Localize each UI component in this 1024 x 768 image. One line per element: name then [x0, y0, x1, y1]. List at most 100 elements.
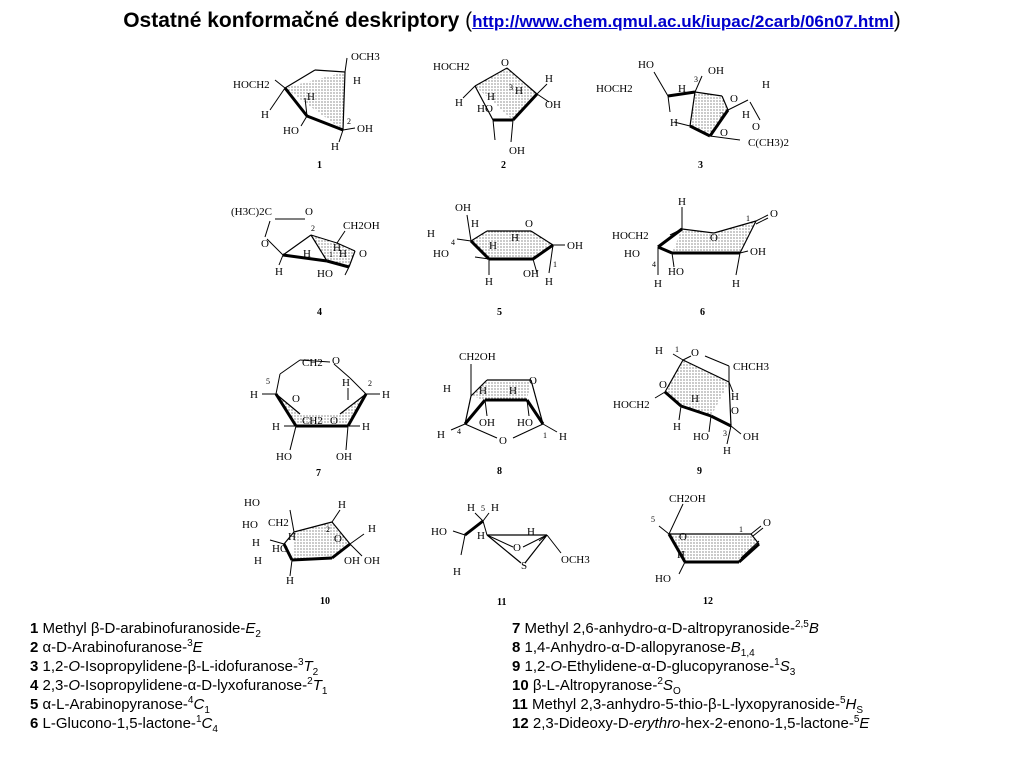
- label-11i: OCH3: [561, 554, 590, 566]
- page-title: Ostatné konformačné deskriptory (http://…: [0, 9, 1024, 33]
- caption-3: 3 1,2-O-Isopropylidene-β-L-idofuranose-3…: [30, 657, 319, 678]
- label-7i: CH2: [302, 415, 323, 427]
- label-3g: O: [730, 93, 738, 105]
- label-3i: 2: [720, 111, 724, 120]
- label-1e: H: [261, 109, 269, 121]
- label-8a: CH2OH: [459, 351, 496, 363]
- label-10e: H: [252, 537, 260, 549]
- label-4b: O: [305, 206, 313, 218]
- label-4i: H: [339, 248, 347, 260]
- label-6d: HOCH2: [612, 230, 649, 242]
- label-3b: OH: [708, 65, 724, 77]
- label-6f: HO: [624, 248, 640, 260]
- label-6b: 1: [746, 214, 750, 223]
- label-2b: O: [501, 57, 509, 69]
- label-3m: O: [720, 127, 728, 139]
- label-12c: O: [679, 531, 687, 543]
- label-10d: H: [338, 499, 346, 511]
- label-5c: H: [427, 228, 435, 240]
- label-1i: 2: [347, 117, 351, 126]
- label-9e: O: [659, 379, 667, 391]
- label-5a: OH: [455, 202, 471, 214]
- label-9g: H: [691, 393, 699, 405]
- caption-6: 6 L-Glucono-1,5-lactone-1C4: [30, 714, 218, 735]
- structure-number-7: 7: [316, 468, 321, 479]
- structure-4: (H3C)2C O CH2OH 2 O H H 1 H O H HO 4: [225, 195, 400, 320]
- label-4l: HO: [317, 268, 333, 280]
- label-10g: H: [288, 531, 296, 543]
- label-4d: 2: [311, 224, 315, 233]
- label-6a: H: [678, 196, 686, 208]
- label-8k: O: [499, 435, 507, 447]
- label-12e: O: [763, 517, 771, 529]
- label-5g: HO: [433, 248, 449, 260]
- caption-12: 12 2,3-Dideoxy-D-erythro-hex-2-enono-1,5…: [512, 714, 870, 733]
- structure-3: HO OH HOCH2 H 3 H O H 2 H O C(CH3)2 O 3: [590, 52, 805, 182]
- label-1b: HOCH2: [233, 79, 270, 91]
- label-7n: OH: [336, 451, 352, 463]
- structure-12: 5 CH2OH O 1 O HO H 12: [615, 488, 795, 613]
- label-3d: H: [678, 83, 686, 95]
- structure-8: CH2OH H H O H OH HO 4 H 1 O H 8: [425, 340, 585, 480]
- label-11b: 5: [481, 504, 485, 513]
- label-1a: OCH3: [351, 51, 380, 63]
- label-7e: 2: [368, 379, 372, 388]
- label-5m: H: [545, 276, 553, 288]
- label-6c: O: [770, 208, 778, 220]
- label-8h: 4: [457, 427, 461, 436]
- label-1c: H: [353, 75, 361, 87]
- label-8b: H: [479, 385, 487, 397]
- label-11c: H: [491, 502, 499, 514]
- label-9k: 3: [723, 429, 727, 438]
- label-4k: H: [275, 266, 283, 278]
- label-5k: 1: [553, 260, 557, 269]
- label-12f: HO: [655, 573, 671, 585]
- caption-4: 4 2,3-O-Isopropylidene-α-D-lyxofuranose-…: [30, 676, 328, 697]
- label-8e: H: [443, 383, 451, 395]
- label-3h: H: [742, 109, 750, 121]
- label-11e: H: [477, 530, 485, 542]
- label-1g: OH: [357, 123, 373, 135]
- structure-number-4: 4: [317, 307, 322, 318]
- label-8i: H: [437, 429, 445, 441]
- structure-number-6: 6: [700, 307, 705, 318]
- structure-5: OH H H 4 H O HO H OH OH 1 H H 5: [425, 195, 585, 320]
- caption-column-left: 1 Methyl β-D-arabinofuranoside-E2 2 α-D-…: [30, 619, 328, 735]
- label-10i: H: [368, 523, 376, 535]
- label-7a: 5: [266, 377, 270, 386]
- label-8j: 1: [543, 431, 547, 440]
- structure-2: HOCH2 O H H HO 3 H OH H OH 2: [425, 50, 585, 180]
- label-8g: HO: [517, 417, 533, 429]
- label-5i: OH: [567, 240, 583, 252]
- label-12b: CH2OH: [669, 493, 706, 505]
- label-7m: HO: [276, 451, 292, 463]
- label-7c: O: [332, 355, 340, 367]
- structure-11: H 5 H HO H O H S OCH3 H 11: [425, 495, 610, 613]
- label-2c: H: [455, 97, 463, 109]
- caption-8: 8 1,4-Anhydro-α-D-allopyranose-B1,4: [512, 639, 755, 659]
- structure-9: H 1 O CHCH3 O HOCH2 H H H HO 3 OH O H 9: [605, 340, 795, 480]
- label-7g: O: [292, 393, 300, 405]
- label-9n: H: [723, 445, 731, 457]
- label-5j: OH: [523, 268, 539, 280]
- structure-7: 5 CH2 O H 2 H O H CH2 O H H HO OH 7: [240, 340, 400, 480]
- label-12g: H: [677, 549, 685, 561]
- label-10b: CH2: [268, 517, 289, 529]
- label-9j: HO: [693, 431, 709, 443]
- label-11j: H: [453, 566, 461, 578]
- label-10k: H: [254, 555, 262, 567]
- label-6i: OH: [750, 246, 766, 258]
- label-10h: O: [334, 533, 342, 545]
- label-4a: (H3C)2C: [231, 206, 272, 218]
- source-link[interactable]: http://www.chem.qmul.ac.uk/iupac/2carb/0…: [472, 12, 894, 31]
- label-5f: O: [525, 218, 533, 230]
- label-9l: OH: [743, 431, 759, 443]
- label-11d: HO: [431, 526, 447, 538]
- structure-10: HO CH2 2 H H HO H O H OH H OH HO H 10: [228, 488, 403, 613]
- caption-10: 10 β-L-Altropyranose-2SO: [512, 676, 681, 697]
- label-2e: HO: [477, 103, 493, 115]
- open-paren: (: [465, 9, 473, 32]
- caption-column-right: 7 Methyl 2,6-anhydro-α-D-altropyranoside…: [512, 619, 869, 733]
- label-1d: H: [307, 91, 315, 103]
- structure-1: OCH3 HOCH2 H H H HO OH H 2 1: [225, 50, 395, 180]
